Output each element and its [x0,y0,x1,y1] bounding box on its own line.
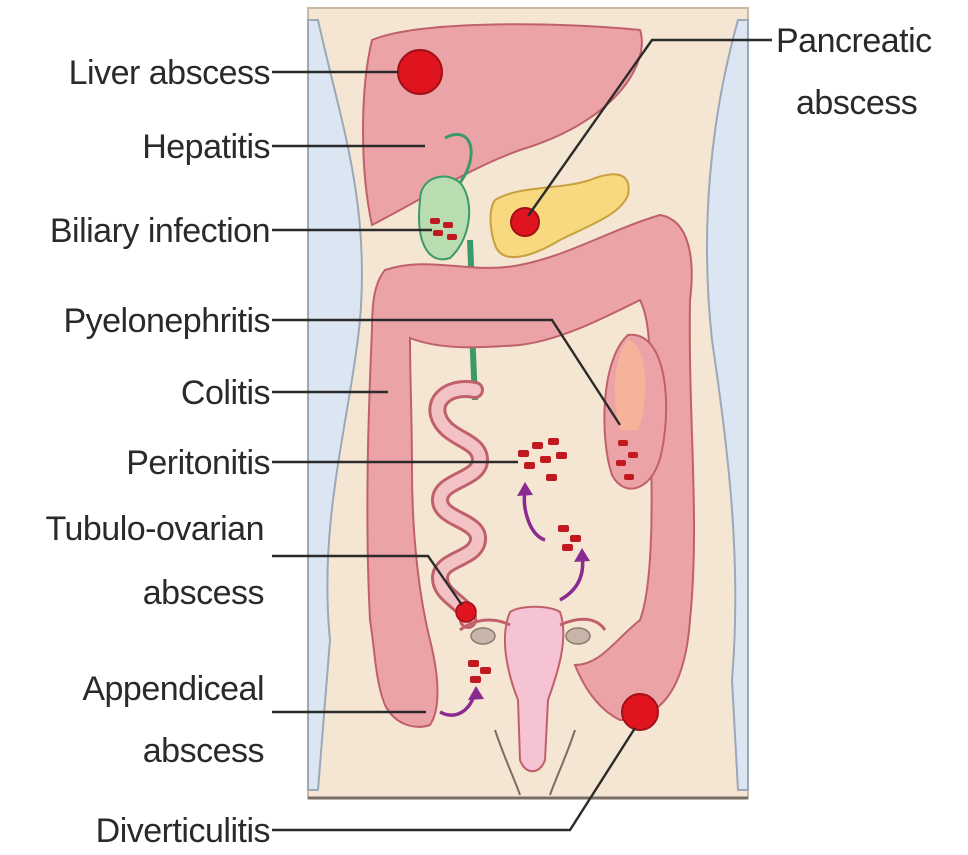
right-ovary [566,628,590,644]
label-hepatitis: Hepatitis [142,128,270,166]
label-pancreatic-2: abscess [796,84,917,122]
left-ovary [471,628,495,644]
label-colitis: Colitis [181,374,270,412]
tubo-ovarian-abscess-spot [456,602,476,622]
label-biliary-infection: Biliary infection [50,212,270,250]
label-appendiceal-1: Appendiceal [82,670,264,708]
label-tubulo-ovarian-1: Tubulo-ovarian [45,510,264,548]
label-liver-abscess: Liver abscess [69,54,270,92]
label-pancreatic-1: Pancreatic [776,22,932,60]
diverticulitis-spot [622,694,658,730]
pancreatic-abscess-spot [511,208,539,236]
liver-abscess-spot [398,50,442,94]
label-diverticulitis: Diverticulitis [96,812,270,850]
label-tubulo-ovarian-2: abscess [143,574,264,612]
label-appendiceal-2: abscess [143,732,264,770]
label-peritonitis: Peritonitis [126,444,270,482]
label-pyelonephritis: Pyelonephritis [63,302,270,340]
